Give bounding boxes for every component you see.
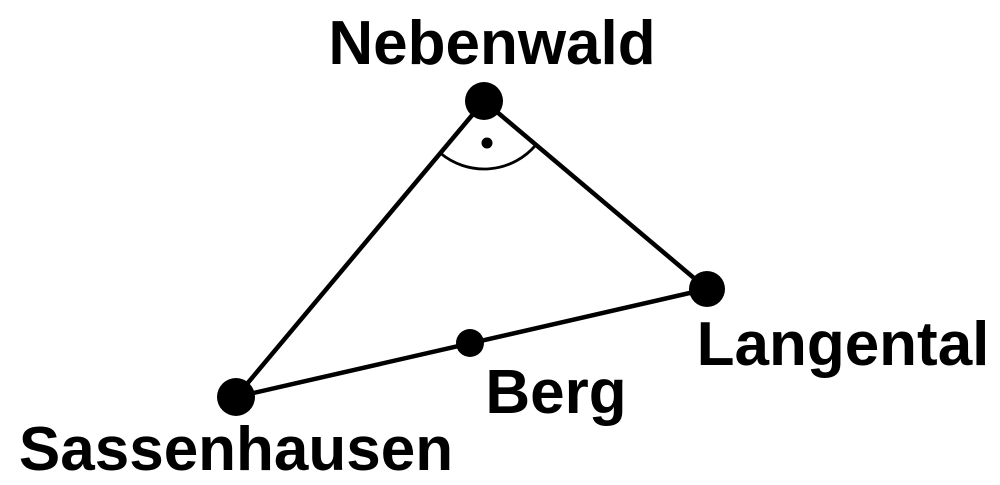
label-nebenwald: Nebenwald [328, 9, 655, 78]
label-langental: Langental [697, 310, 990, 379]
angle-dot-icon [481, 137, 493, 149]
point-langental [689, 271, 725, 307]
point-sassenhausen [217, 378, 255, 416]
edge-nebenwald-sassenhausen [233, 98, 487, 400]
point-berg [456, 329, 484, 357]
point-nebenwald [465, 82, 503, 120]
label-sassenhausen: Sassenhausen [19, 415, 453, 484]
angle-arc-icon [439, 143, 538, 171]
edge-nebenwald-langental [481, 98, 710, 292]
label-berg: Berg [485, 358, 626, 427]
